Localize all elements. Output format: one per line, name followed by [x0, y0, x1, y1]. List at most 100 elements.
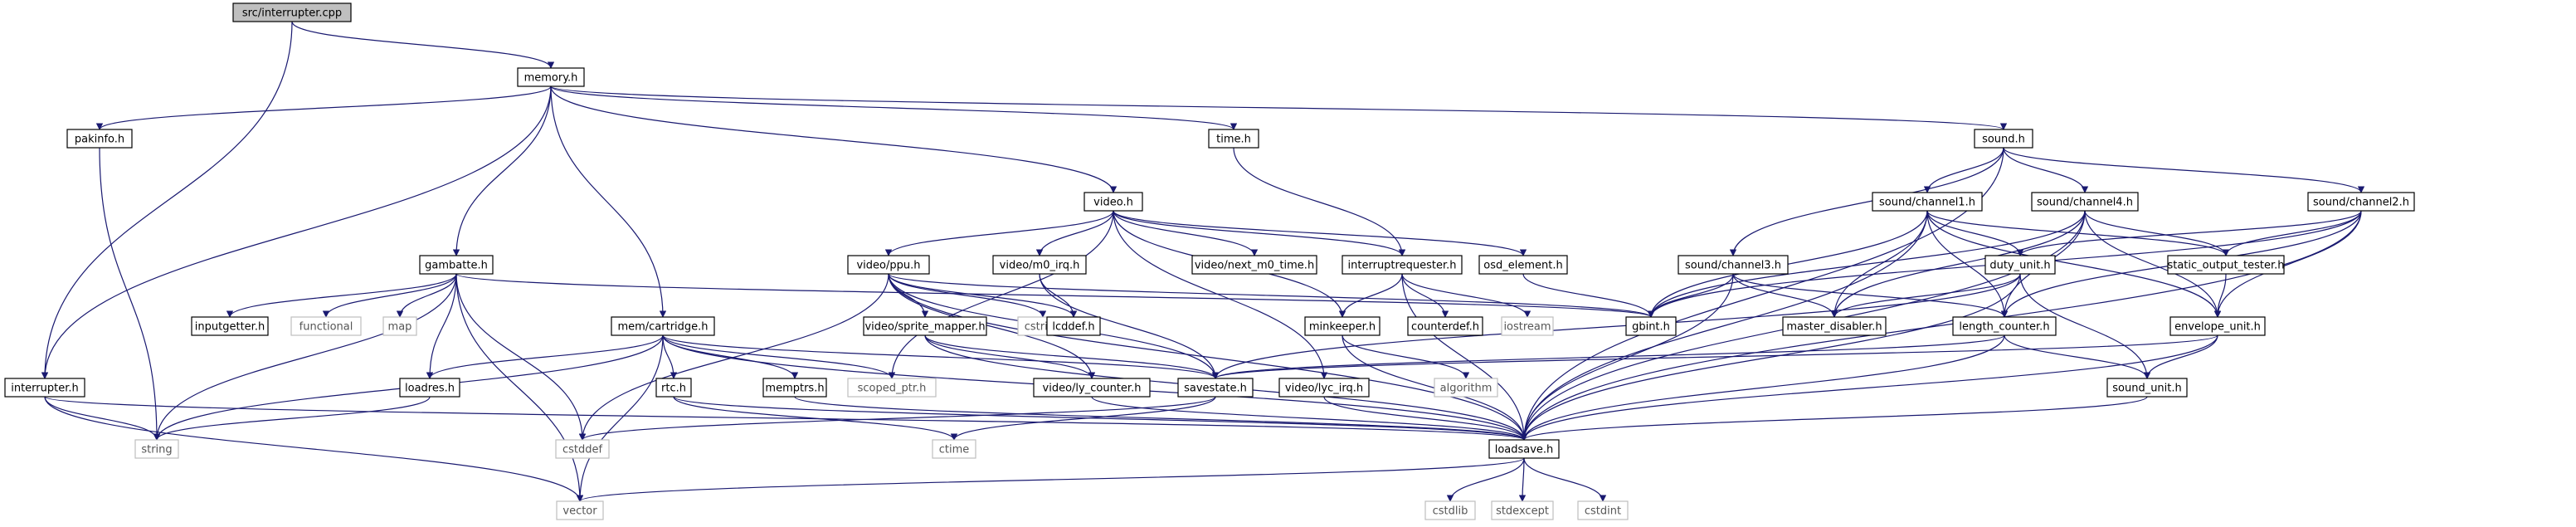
node-box: [863, 316, 987, 336]
node-label: gbint.h: [1632, 321, 1670, 334]
node-label: gambatte.h: [425, 260, 488, 272]
node-lycirq-h[interactable]: video/lyc_irq.h: [1278, 378, 1370, 398]
node-box: [1033, 378, 1151, 398]
node-gbint-h[interactable]: gbint.h: [1625, 316, 1677, 336]
node-box: [1191, 255, 1317, 275]
node-label: video/ppu.h: [856, 260, 920, 272]
node-label: lcddef.h: [1052, 321, 1094, 334]
node-osd-h[interactable]: osd_element.h: [1478, 255, 1568, 275]
edge-sot-h-to-envelope-h: [2213, 273, 2227, 318]
edge-cartridge-h-to-loadres-h: [426, 334, 664, 379]
node-savestate-h[interactable]: savestate.h: [1177, 378, 1254, 398]
node-gambatte-h[interactable]: gambatte.h: [419, 255, 494, 275]
node-loadres-h[interactable]: loadres.h: [399, 378, 460, 398]
node-time-h[interactable]: time.h: [1208, 129, 1259, 149]
node-master-h[interactable]: master_disabler.h: [1782, 316, 1887, 336]
edge-video-h-to-nextm0-h: [1113, 210, 1259, 256]
node-box: [2307, 192, 2415, 212]
edge-memory-h-to-sound-h: [550, 85, 2007, 130]
edge-sound-h-to-ch2-h: [2003, 147, 2365, 193]
node-box: [1046, 316, 1101, 336]
node-label: static_output_tester.h: [2167, 260, 2284, 272]
node-envelope-h[interactable]: envelope_unit.h: [2169, 316, 2266, 336]
node-duty-h[interactable]: duty_unit.h: [1984, 255, 2056, 275]
node-label: time.h: [1216, 134, 1251, 146]
node-box: [932, 439, 976, 459]
node-label: counterdef.h: [1411, 321, 1479, 334]
edge-ch1-h-to-master-h: [1830, 210, 1928, 318]
node-inputgetter-h[interactable]: inputgetter.h: [191, 316, 269, 336]
node-box: [2167, 255, 2285, 275]
node-sprite-h[interactable]: video/sprite_mapper.h: [863, 316, 987, 336]
node-label: loadsave.h: [1495, 444, 1554, 456]
node-label: sound/channel2.h: [2313, 197, 2409, 209]
node-nextm0-h[interactable]: video/next_m0_time.h: [1191, 255, 1317, 275]
node-label: algorithm: [1440, 383, 1493, 395]
node-label: cstdlib: [1433, 505, 1468, 518]
node-label: memptrs.h: [765, 383, 824, 395]
edge-savestate-h-to-cstddef: [579, 396, 1216, 441]
edge-duty-h-to-soundunit-h: [2019, 273, 2151, 379]
node-box: [1501, 316, 1554, 336]
node-box: [1434, 378, 1498, 398]
node-box: [611, 316, 715, 336]
edge-cartridge-h-to-vector: [576, 334, 664, 502]
node-length-h[interactable]: length_counter.h: [1952, 316, 2057, 336]
node-box: [399, 378, 460, 398]
node-ch4-h[interactable]: sound/channel4.h: [2031, 192, 2139, 212]
node-m0irq-h[interactable]: video/m0_irq.h: [992, 255, 1087, 275]
node-ch3-h[interactable]: sound/channel3.h: [1678, 255, 1789, 275]
node-memory-h[interactable]: memory.h: [517, 67, 585, 87]
node-memptrs-h[interactable]: memptrs.h: [762, 378, 827, 398]
node-label: src/interrupter.cpp: [242, 7, 342, 20]
node-box: [1083, 192, 1143, 212]
node-box: [1407, 316, 1483, 336]
node-counterdef-h[interactable]: counterdef.h: [1407, 316, 1483, 336]
node-ch1-h[interactable]: sound/channel1.h: [1872, 192, 1983, 212]
edge-ch4-h-to-sot-h: [2084, 210, 2230, 256]
node-label: sound/channel4.h: [2037, 197, 2133, 209]
edge-memory-h-to-interrupter-h: [41, 85, 552, 379]
node-ppu-h[interactable]: video/ppu.h: [847, 255, 930, 275]
node-box: [517, 67, 585, 87]
node-box: [556, 500, 604, 520]
node-pakinfo-h[interactable]: pakinfo.h: [66, 129, 133, 149]
edge-duty-h-to-savestate-h: [1211, 273, 2021, 379]
node-minkeeper-h[interactable]: minkeeper.h: [1304, 316, 1381, 336]
node-sot-h[interactable]: static_output_tester.h: [2167, 255, 2285, 275]
edge-time-h-to-irqreq-h: [1233, 147, 1406, 256]
node-loadsave-h[interactable]: loadsave.h: [1488, 439, 1560, 459]
node-lycounter-h[interactable]: video/ly_counter.h: [1033, 378, 1151, 398]
edge-gambatte-h-to-cstddef: [455, 273, 587, 441]
node-box: [1304, 316, 1381, 336]
node-interrupter-cpp[interactable]: src/interrupter.cpp: [232, 2, 352, 22]
node-cartridge-h[interactable]: mem/cartridge.h: [611, 316, 715, 336]
edge-video-h-to-irqreq-h: [1113, 210, 1406, 256]
node-lcddef-h[interactable]: lcddef.h: [1046, 316, 1101, 336]
node-soundunit-h[interactable]: sound_unit.h: [2106, 378, 2188, 398]
edge-interrupter-h-to-vector: [44, 396, 584, 502]
node-label: sound.h: [1982, 134, 2025, 146]
node-sound-h[interactable]: sound.h: [1974, 129, 2033, 149]
node-interrupter-h[interactable]: interrupter.h: [4, 378, 85, 398]
node-box: [1424, 500, 1476, 520]
node-box: [191, 316, 269, 336]
node-iostream: iostream: [1501, 316, 1554, 336]
edge-lycirq-h-to-loadsave-h: [1323, 396, 1528, 441]
node-box: [1872, 192, 1983, 212]
edge-ch4-h-to-gbint-h: [1647, 210, 2086, 318]
node-box: [1177, 378, 1254, 398]
edge-cartridge-h-to-savestate-h: [662, 334, 1220, 379]
node-rtc-h[interactable]: rtc.h: [655, 378, 692, 398]
node-ch2-h[interactable]: sound/channel2.h: [2307, 192, 2415, 212]
node-box: [2106, 378, 2188, 398]
edge-minkeeper-h-to-algorithm: [1342, 334, 1470, 379]
edge-duty-h-to-loadsave-h: [1520, 273, 2021, 441]
node-label: vector: [562, 505, 597, 518]
node-video-h[interactable]: video.h: [1083, 192, 1143, 212]
edge-length-h-to-savestate-h: [1212, 334, 2005, 379]
node-box: [847, 378, 937, 398]
node-irqreq-h[interactable]: interruptrequester.h: [1342, 255, 1463, 275]
edge-ch3-h-to-gbint-h: [1647, 273, 1734, 318]
edge-loadsave-h-to-cstdint: [1523, 457, 1607, 502]
